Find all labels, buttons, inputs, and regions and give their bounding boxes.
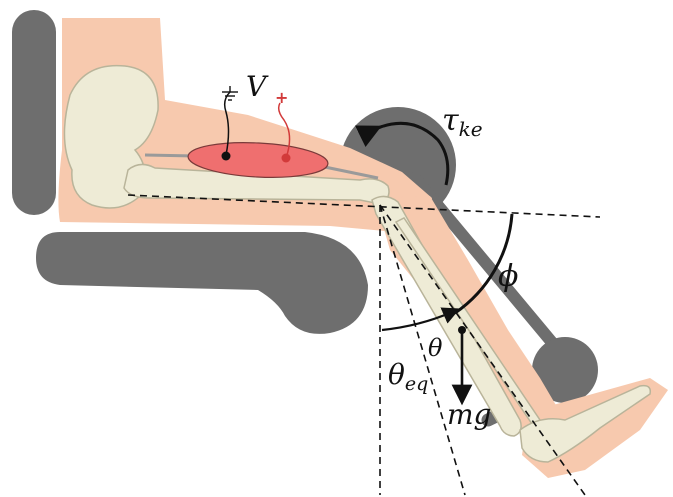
positive-terminal-label: + [275,88,288,107]
torque-label: τke [442,103,483,141]
electrode-icon [222,152,231,161]
torque-symbol: τ [442,103,459,138]
chair-seat [36,232,368,334]
theta-eq-subscript: eq [405,373,428,395]
chair-backrest [12,10,56,215]
electrode-positive [282,154,291,163]
theta-eq-symbol: θ [388,358,405,391]
theta-label: θ [428,334,443,362]
phi-label: ϕ [498,259,518,294]
muscle-tendon-proximal [145,155,195,156]
voltage-label: V [246,70,269,103]
theta-eq-label: θeq [388,358,428,395]
torque-subscript: ke [459,117,483,141]
mg-label: mg [447,398,491,431]
center-of-mass-point [458,326,466,334]
